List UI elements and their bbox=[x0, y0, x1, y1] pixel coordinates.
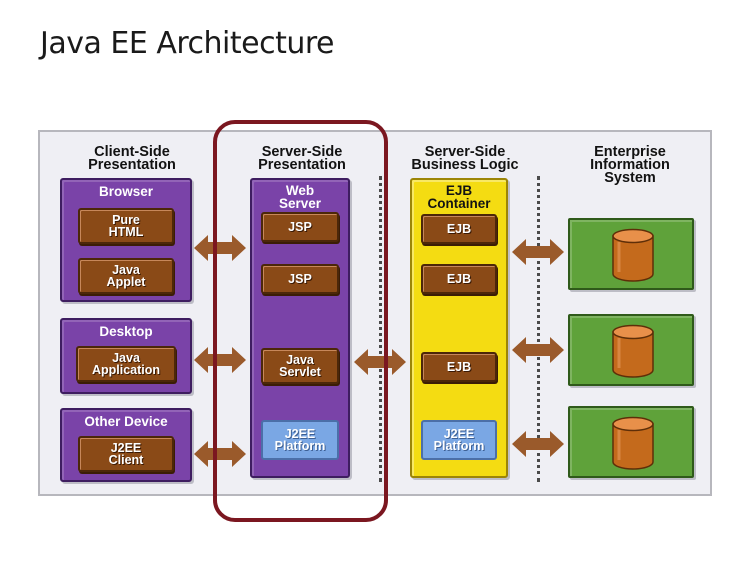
ejb-container-box: EJB Container EJB EJB EJB J2EE Platform bbox=[410, 178, 508, 478]
column-heading-enterprise: Enterprise Information System bbox=[590, 144, 670, 186]
jsp-component-1: JSP bbox=[261, 212, 339, 242]
ejb-component-1: EJB bbox=[421, 214, 497, 244]
double-arrow-icon bbox=[512, 431, 564, 457]
web-j2ee-platform: J2EE Platform bbox=[261, 420, 339, 460]
eis-box-3 bbox=[568, 406, 694, 478]
java-applet-component: Java Applet bbox=[78, 258, 174, 294]
double-arrow-icon bbox=[512, 239, 564, 265]
slide-title: Java EE Architecture bbox=[40, 26, 335, 61]
double-arrow-icon bbox=[512, 337, 564, 363]
browser-title: Browser bbox=[98, 184, 154, 199]
desktop-box: Desktop Java Application bbox=[60, 318, 192, 394]
column-heading-server-business: Server-Side Business Logic bbox=[411, 144, 519, 173]
pure-html-component: Pure HTML bbox=[78, 208, 174, 244]
database-cylinder-icon bbox=[612, 228, 654, 282]
double-arrow-icon bbox=[194, 347, 246, 373]
double-arrow-icon bbox=[194, 235, 246, 261]
eis-box-1 bbox=[568, 218, 694, 290]
column-heading-client: Client-Side Presentation bbox=[88, 144, 176, 173]
other-device-title: Other Device bbox=[84, 414, 168, 429]
eis-box-2 bbox=[568, 314, 694, 386]
tier-separator-presentation bbox=[379, 176, 382, 482]
ejb-j2ee-platform: J2EE Platform bbox=[421, 420, 497, 460]
database-cylinder-icon bbox=[612, 324, 654, 378]
architecture-diagram: Client-Side Presentation Server-Side Pre… bbox=[38, 130, 712, 496]
server-side-presentation-highlight bbox=[213, 120, 388, 522]
tier-separator-business bbox=[537, 176, 540, 482]
ejb-component-3: EJB bbox=[421, 352, 497, 382]
jsp-component-2: JSP bbox=[261, 264, 339, 294]
double-arrow-icon bbox=[194, 441, 246, 467]
java-servlet-component: Java Servlet bbox=[261, 348, 339, 384]
ejb-component-2: EJB bbox=[421, 264, 497, 294]
database-cylinder-icon bbox=[612, 416, 654, 470]
j2ee-client-component: J2EE Client bbox=[78, 436, 174, 472]
java-application-component: Java Application bbox=[76, 346, 176, 382]
ejb-container-title: EJB Container bbox=[427, 183, 491, 211]
browser-box: Browser Pure HTML Java Applet bbox=[60, 178, 192, 302]
desktop-title: Desktop bbox=[99, 324, 153, 339]
column-heading-server-presentation: Server-Side Presentation bbox=[258, 144, 346, 173]
other-device-box: Other Device J2EE Client bbox=[60, 408, 192, 482]
web-server-title: Web Server bbox=[278, 183, 322, 211]
double-arrow-icon bbox=[354, 349, 406, 375]
web-server-box: Web Server JSP JSP Java Servlet J2EE Pla… bbox=[250, 178, 350, 478]
